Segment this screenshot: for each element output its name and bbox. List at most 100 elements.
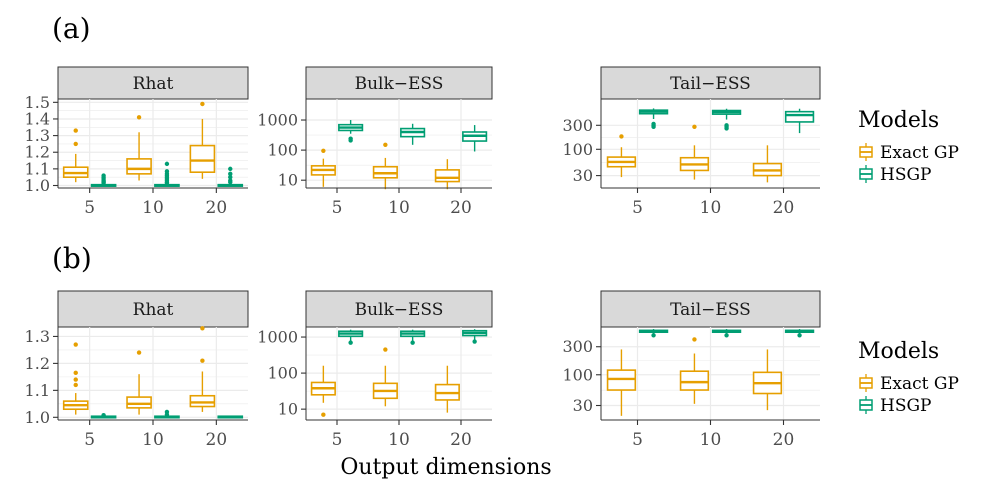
outlier-point xyxy=(321,148,326,153)
y-tick-label: 1.5 xyxy=(25,93,50,112)
box-hsgp-10 xyxy=(400,329,426,345)
panel-strip-label: Tail−ESS xyxy=(670,74,751,94)
box-exact-gp-5 xyxy=(62,342,89,415)
x-tick-label: 5 xyxy=(332,430,343,450)
box-hsgp-20 xyxy=(217,166,244,187)
box-exact-gp-5 xyxy=(606,134,637,178)
box-exact-gp-5 xyxy=(62,128,89,183)
y-tick-label: 1.2 xyxy=(25,354,50,373)
legend-label-hsgp: HSGP xyxy=(880,165,932,185)
y-tick-label: 10 xyxy=(278,400,298,419)
box-exact-gp-5 xyxy=(310,365,336,417)
box-hsgp-20 xyxy=(784,108,815,134)
x-tick-label: 5 xyxy=(632,198,643,218)
x-axis-title: Output dimensions xyxy=(340,455,551,480)
panel-strip-label: Tail−ESS xyxy=(670,300,751,320)
outlier-point xyxy=(228,166,233,172)
box-exact-gp-10 xyxy=(679,124,710,180)
y-tick-label: 1.3 xyxy=(25,126,50,145)
y-tick-label: 1.3 xyxy=(25,327,50,346)
outlier-point xyxy=(73,128,78,133)
box-hsgp-5 xyxy=(90,412,117,419)
x-tick-label: 5 xyxy=(84,198,95,218)
box-hsgp-5 xyxy=(338,329,364,345)
box-hsgp-20 xyxy=(462,329,488,344)
box-iqr xyxy=(434,169,460,183)
row-label: (b) xyxy=(52,242,92,275)
outlier-point xyxy=(101,412,106,418)
outlier-point xyxy=(200,358,205,363)
panel-strip xyxy=(600,66,821,100)
outlier-point xyxy=(348,340,353,345)
panel-strip xyxy=(305,290,493,328)
panel-strip-label: Rhat xyxy=(133,74,174,94)
outlier-point xyxy=(73,141,78,147)
outlier-point xyxy=(472,339,477,344)
outlier-point xyxy=(651,333,656,338)
y-tick-label: 1.0 xyxy=(25,408,50,427)
y-tick-label: 10 xyxy=(278,171,298,190)
x-tick-label: 5 xyxy=(332,198,343,218)
legend-label-exact-gp: Exact GP xyxy=(880,143,959,163)
panel-strip xyxy=(57,290,249,328)
outlier-point xyxy=(797,333,802,338)
legend-title: Models xyxy=(858,339,939,364)
box-hsgp-10 xyxy=(154,409,180,419)
panel-strip-label: Bulk−ESS xyxy=(355,74,444,94)
x-tick-label: 20 xyxy=(450,198,472,218)
box-hsgp-20 xyxy=(462,125,488,152)
box-exact-gp-5 xyxy=(310,148,336,187)
box-iqr xyxy=(189,144,216,173)
box-hsgp-10 xyxy=(711,108,742,131)
box-exact-gp-20 xyxy=(189,101,216,179)
x-tick-label: 10 xyxy=(142,430,164,450)
outlier-point xyxy=(73,377,78,382)
box-hsgp-10 xyxy=(711,329,742,338)
box-hsgp-10 xyxy=(154,161,180,187)
box-exact-gp-20 xyxy=(434,159,460,190)
box-exact-gp-10 xyxy=(126,350,152,415)
x-tick-label: 20 xyxy=(450,430,472,450)
legend-key-exact-gp xyxy=(859,143,873,161)
box-hsgp-10 xyxy=(400,123,426,145)
x-tick-label: 10 xyxy=(388,430,410,450)
box-hsgp-20 xyxy=(217,415,244,419)
outlier-point xyxy=(692,337,697,342)
outlier-point xyxy=(228,174,233,180)
outlier-point xyxy=(164,409,170,415)
box-hsgp-5 xyxy=(638,329,669,338)
outlier-point xyxy=(228,178,233,183)
outlier-point xyxy=(73,382,78,388)
legend-row-a: Models Exact GP HSGP xyxy=(858,108,959,185)
box-exact-gp-10 xyxy=(372,347,398,407)
legend-label-hsgp: HSGP xyxy=(880,396,932,416)
row-label: (a) xyxy=(52,12,91,45)
outlier-point xyxy=(228,171,233,177)
y-tick-label: 100 xyxy=(267,364,298,383)
box-iqr xyxy=(189,394,216,408)
box-iqr xyxy=(784,110,815,123)
legend-label-exact-gp: Exact GP xyxy=(880,374,959,394)
legend-key-exact-gp xyxy=(859,374,873,392)
outlier-point xyxy=(101,173,106,178)
y-tick-label: 100 xyxy=(562,140,593,159)
outlier-point xyxy=(651,124,656,130)
box-exact-gp-10 xyxy=(679,337,710,404)
x-tick-label: 20 xyxy=(773,198,795,218)
x-tick-label: 10 xyxy=(700,198,722,218)
panel-strip-label: Rhat xyxy=(133,300,174,320)
legend-key-hsgp xyxy=(859,165,873,183)
box-exact-gp-10 xyxy=(126,115,152,181)
box-hsgp-5 xyxy=(638,108,669,130)
outlier-point xyxy=(724,126,729,131)
outlier-point xyxy=(383,142,388,148)
outlier-point xyxy=(73,342,78,347)
box-hsgp-5 xyxy=(338,120,364,143)
